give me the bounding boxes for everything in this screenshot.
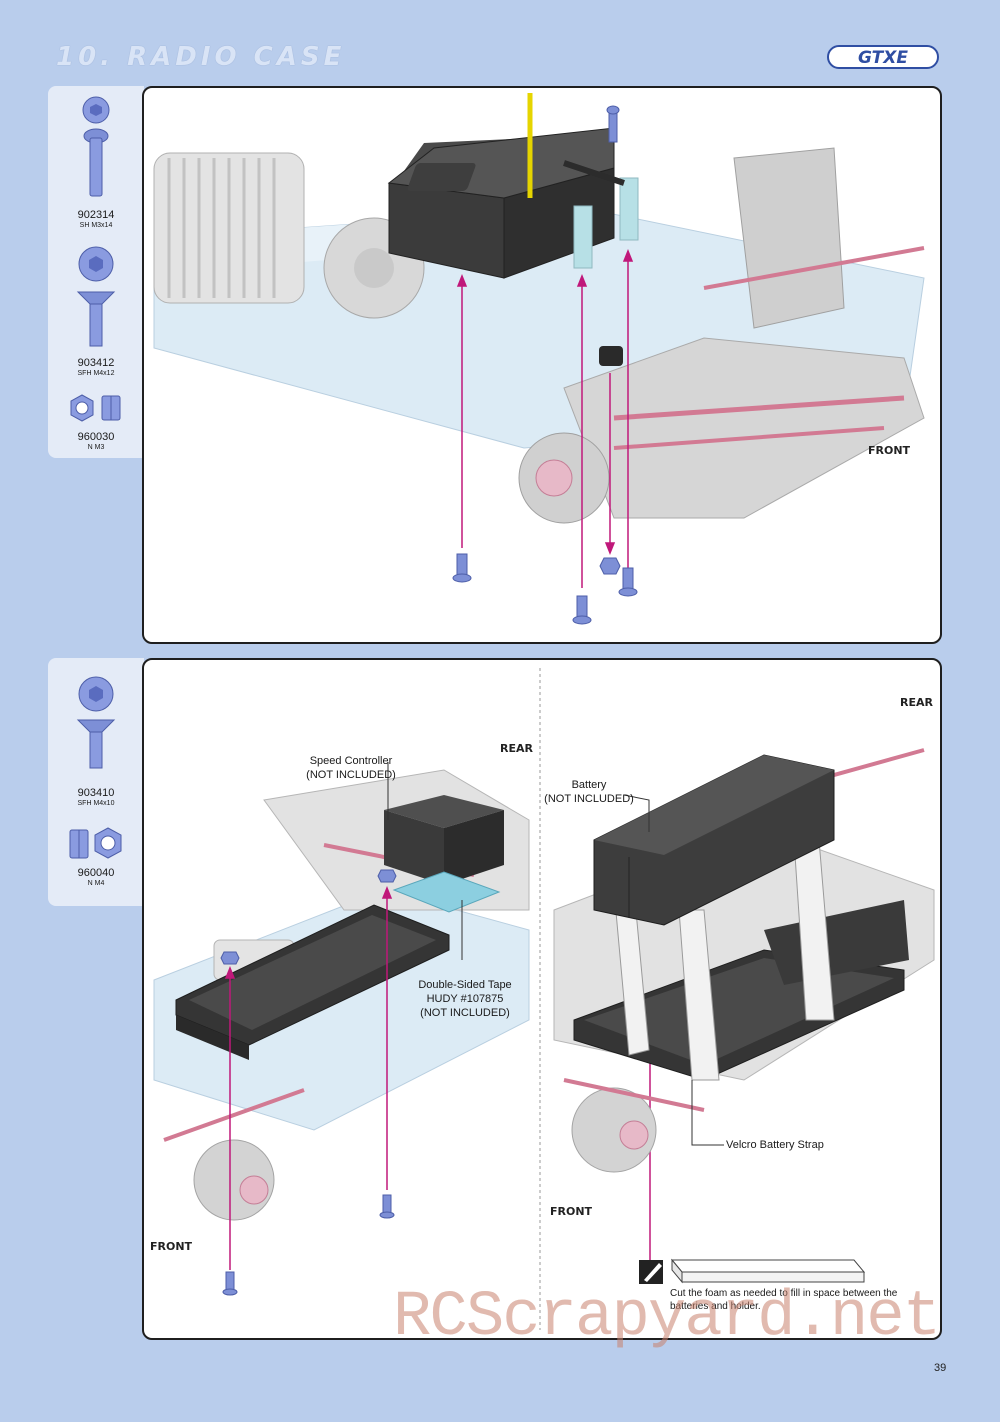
servo-post (619, 177, 639, 241)
part-code: 960030 (77, 431, 115, 443)
double-sided-tape (392, 871, 501, 913)
battery (593, 754, 835, 926)
foam-note: Cut the foam as needed to fill in space … (670, 1288, 898, 1312)
part-code: 903410 (77, 787, 115, 799)
part-desc: N M3 (87, 444, 105, 451)
flat-screw-icon (76, 246, 116, 347)
battery-label: Battery (NOT INCLUDED) (544, 779, 634, 805)
page-number: 39 (934, 1362, 947, 1374)
radio-case-assembly-diagram (153, 93, 925, 625)
part-desc: SFH M4x12 (77, 370, 115, 377)
rear-tag: REAR (500, 742, 533, 755)
parts-sidebar-bottom: 903410 SFH M4x10 960040 N M4 (48, 658, 144, 906)
velcro-strap (613, 839, 835, 1081)
part-code: 903412 (77, 357, 115, 369)
logo-text: GTXE (858, 48, 908, 68)
assembly-panel-bottom: Speed Controller (NOT INCLUDED) Double-S… (142, 658, 942, 1340)
part-item: 903412 SFH M4x12 (48, 242, 144, 378)
part-item: 960040 N M4 (48, 826, 144, 888)
assembly-panel-top: FRONT (142, 86, 942, 644)
tape-label: Double-Sided Tape HUDY #107875 (NOT INCL… (418, 979, 512, 1019)
section-title: 10. RADIO CASE (56, 42, 346, 72)
speed-controller (384, 795, 504, 885)
leader-lines (387, 762, 724, 1146)
part-desc: SFH M4x10 (77, 800, 115, 807)
velcro-strap-label: Velcro Battery Strap (726, 1139, 824, 1151)
parts-sidebar-top: 902314 SH M3x14 903412 SFH M4x12 960030 … (48, 86, 144, 458)
watermark: RCScrapyard.net (393, 1282, 941, 1354)
assembly-arrows (224, 885, 651, 1270)
foam-strip (670, 1258, 866, 1284)
screws (220, 869, 397, 1296)
front-tag: FRONT (868, 444, 911, 457)
servo-post (573, 205, 593, 269)
assembly-arrows (456, 248, 634, 588)
part-item: 902314 SH M3x14 (48, 94, 144, 230)
part-desc: N M4 (87, 880, 105, 887)
part-item: 960030 N M3 (48, 392, 144, 452)
front-suspension (518, 147, 925, 524)
motor (153, 152, 305, 304)
screws (452, 105, 638, 625)
radio-case (387, 127, 615, 279)
nut-icon (70, 394, 121, 422)
cap-screw-icon (82, 96, 110, 197)
part-desc: SH M3x14 (79, 222, 113, 229)
steering-part (599, 346, 623, 366)
flat-screw-icon (76, 676, 116, 769)
nut-icon (69, 827, 122, 859)
part-code: 960040 (77, 867, 115, 879)
speed-controller-label: Speed Controller (NOT INCLUDED) (306, 755, 396, 781)
front-tag: FRONT (150, 1240, 193, 1253)
part-code: 902314 (77, 209, 115, 221)
rear-tag: REAR (900, 696, 933, 709)
battery-holder-assembly-diagram (153, 668, 935, 1330)
front-tag: FRONT (550, 1205, 593, 1218)
gtxe-logo: GTXE (827, 45, 939, 69)
part-item: 903410 SFH M4x10 (48, 672, 144, 808)
